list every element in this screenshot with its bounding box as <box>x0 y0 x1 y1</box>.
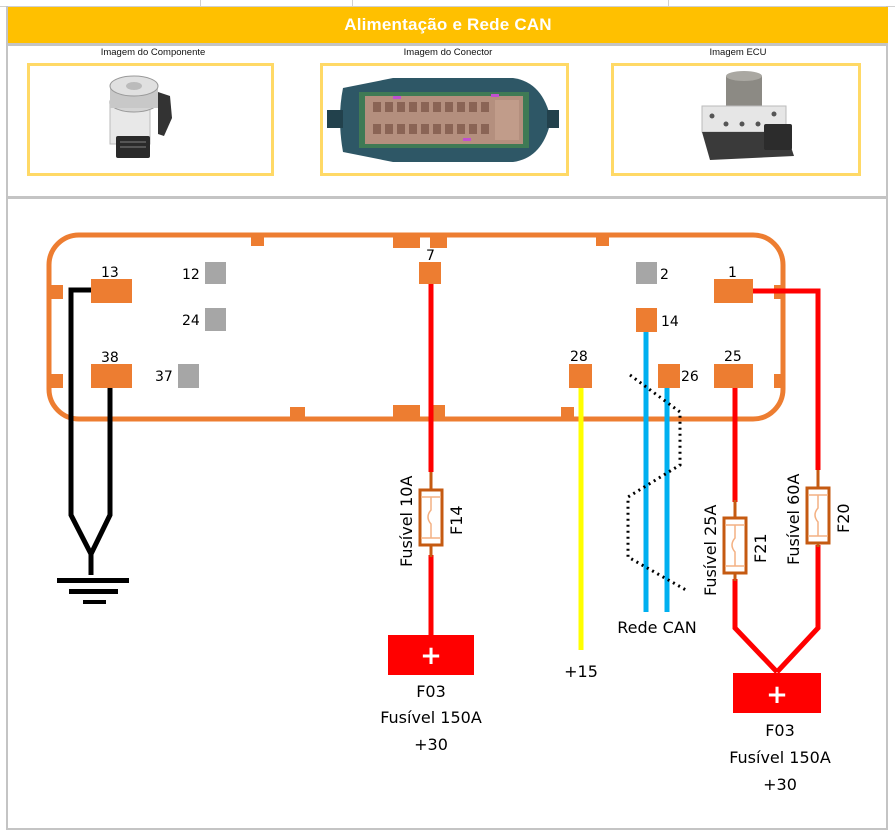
can-wires <box>643 330 670 612</box>
image-caption-connector: Imagem do Conector <box>403 47 493 58</box>
pin-38[interactable] <box>91 364 132 388</box>
connector-tabs <box>50 236 784 419</box>
connector-icon <box>327 78 559 162</box>
battery-icon <box>733 673 821 713</box>
pin-label-37: 37 <box>155 369 173 385</box>
pin-12[interactable] <box>205 262 226 284</box>
can-twist-indicator <box>626 373 687 592</box>
pin-7[interactable] <box>419 262 441 284</box>
fuse-rating-f14: Fusível 10A <box>397 476 416 567</box>
pin-label-14: 14 <box>661 314 679 330</box>
plus-icon: + <box>420 641 442 671</box>
fuse-id-f20: F20 <box>834 503 853 533</box>
power-wire-pin1 <box>752 288 821 674</box>
pin-2[interactable] <box>636 262 657 284</box>
pin-25[interactable] <box>714 364 753 388</box>
pin-label-24: 24 <box>182 313 200 329</box>
pin-label-2: 2 <box>660 267 669 283</box>
image-caption-component: Imagem do Componente <box>100 47 206 58</box>
fuse-f14[interactable]: Fusível 10A F14 <box>397 472 466 567</box>
image-box-component <box>27 63 274 176</box>
page-title: Alimentação e Rede CAN <box>344 15 552 34</box>
supply-name-2: F03 <box>765 721 795 740</box>
pin-1[interactable] <box>714 279 753 303</box>
image-box-ecu <box>611 63 861 176</box>
pin-label-28: 28 <box>570 349 588 365</box>
battery-icon <box>388 635 474 675</box>
pin-label-13: 13 <box>101 265 119 281</box>
supply-line-1: +30 <box>414 735 448 754</box>
pin-28[interactable] <box>569 364 592 388</box>
pin-13[interactable] <box>91 279 132 303</box>
pin-label-26: 26 <box>681 369 699 385</box>
pin-label-12: 12 <box>182 267 200 283</box>
ground-wires <box>68 287 113 575</box>
supply-rating-1: Fusível 150A <box>380 708 482 727</box>
fuse-icon <box>418 488 444 547</box>
pin-26[interactable] <box>658 364 680 388</box>
images-row: Imagem do Componente Imagem do Conector <box>8 46 888 199</box>
fuse-f20[interactable]: Fusível 60A F20 <box>784 470 853 565</box>
sheet-frame <box>6 6 888 830</box>
plus-icon: + <box>766 680 788 710</box>
pin-label-25: 25 <box>724 349 742 365</box>
header-bar: Alimentação e Rede CAN <box>8 7 888 46</box>
supply-line-2: +30 <box>763 775 797 794</box>
pin-label-1: 1 <box>728 265 737 281</box>
supply-battery-1[interactable]: + F03 Fusível 150A +30 <box>380 635 482 754</box>
ignition-label: +15 <box>564 662 598 681</box>
fuse-rating-f20: Fusível 60A <box>784 474 803 565</box>
pin-37[interactable] <box>178 364 199 388</box>
ground-icon <box>57 578 129 604</box>
sheet-grid-top <box>0 0 895 7</box>
can-label: Rede CAN <box>617 618 696 637</box>
pin-24[interactable] <box>205 308 226 331</box>
connector-pins <box>91 262 753 388</box>
fuse-rating-f21: Fusível 25A <box>701 505 720 596</box>
image-box-connector <box>320 63 569 176</box>
supply-battery-2[interactable]: + F03 Fusível 150A +30 <box>729 673 831 794</box>
fuse-id-f21: F21 <box>751 533 770 563</box>
image-caption-ecu: Imagem ECU <box>709 47 767 58</box>
pin-label-38: 38 <box>101 350 119 366</box>
power-wire-pin25 <box>732 386 779 674</box>
ecu-icon <box>701 71 794 160</box>
supply-rating-2: Fusível 150A <box>729 748 831 767</box>
pin-label-7: 7 <box>426 248 435 264</box>
pin-14[interactable] <box>636 308 657 332</box>
abs-module-icon <box>109 75 172 158</box>
fuse-icon <box>805 486 831 545</box>
fuse-icon <box>722 516 748 575</box>
fuse-f21[interactable]: Fusível 25A F21 <box>701 500 770 596</box>
supply-name-1: F03 <box>416 682 446 701</box>
fuse-id-f14: F14 <box>447 505 466 535</box>
